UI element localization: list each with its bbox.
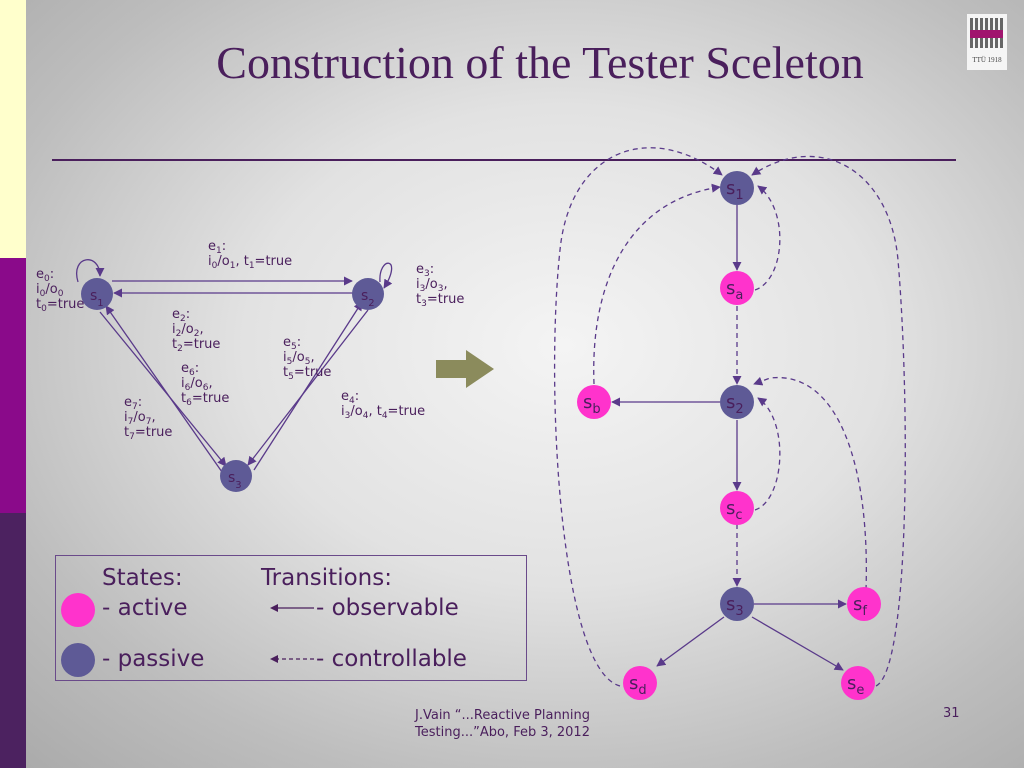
legend-transitions-heading: Transitions: bbox=[261, 565, 392, 591]
right-state-s3-label: s3 bbox=[726, 594, 744, 619]
edge-s3-sd bbox=[656, 616, 725, 667]
footer-line-2: Testing...”Abo, Feb 3, 2012 bbox=[415, 725, 590, 740]
side-bar-top bbox=[0, 0, 26, 258]
logo-text: TTÜ 1918 bbox=[972, 56, 1002, 64]
left-s1-label: s1 bbox=[90, 288, 104, 309]
legend-controllable-arrow-icon bbox=[270, 655, 314, 663]
edge-sc-s2 bbox=[754, 397, 781, 511]
side-bar-bottom bbox=[0, 513, 26, 768]
right-state-sc bbox=[720, 491, 754, 525]
edge-sf-s2 bbox=[753, 376, 868, 591]
right-state-sd-label: sd bbox=[629, 673, 647, 698]
footer-citation: J.Vain “...Reactive Planning Testing...”… bbox=[415, 707, 590, 741]
transition-e0-line-2: t0=true bbox=[36, 297, 84, 314]
transition-e7-line-2: t7=true bbox=[124, 425, 172, 442]
transition-e6-line-0: e6: bbox=[181, 361, 199, 378]
edge-e5 bbox=[253, 301, 363, 471]
left-state-s1 bbox=[81, 278, 113, 310]
legend-passive-dot bbox=[61, 643, 95, 677]
page-number: 31 bbox=[943, 706, 960, 721]
loop-e0 bbox=[76, 259, 105, 283]
transition-e6-line-1: i6/o6, bbox=[181, 376, 213, 393]
left-s3-label: s3 bbox=[228, 470, 242, 491]
right-state-sf-label: sf bbox=[853, 594, 867, 619]
title-divider bbox=[52, 159, 956, 161]
left-state-machine bbox=[76, 259, 393, 473]
transition-e3-line-2: t3=true bbox=[416, 292, 464, 309]
transition-e3-line-0: e3: bbox=[416, 262, 434, 279]
edge-sd-s1 bbox=[553, 147, 723, 687]
right-state-sb-label: sb bbox=[583, 392, 601, 417]
left-state-labels: s1 s2 s3 bbox=[90, 288, 375, 491]
transition-e5-line-1: i5/o5, bbox=[283, 350, 315, 367]
transition-e2-line-2: t2=true bbox=[172, 337, 220, 354]
right-state-s2 bbox=[720, 385, 754, 419]
right-edges-dashed bbox=[553, 147, 906, 687]
right-state-s2-label: s2 bbox=[726, 392, 744, 417]
legend-passive-label: - passive bbox=[102, 646, 205, 672]
transition-e0-line-0: e0: bbox=[36, 267, 54, 284]
loop-e3 bbox=[379, 262, 393, 289]
right-edges-solid bbox=[611, 205, 847, 671]
edge-sa-s1 bbox=[754, 185, 781, 291]
ttu-logo: TTÜ 1918 bbox=[967, 14, 1007, 70]
transition-e7-line-0: e7: bbox=[124, 395, 142, 412]
edge-sb-s1 bbox=[593, 183, 721, 385]
right-state-s3 bbox=[720, 587, 754, 621]
right-state-sb bbox=[577, 385, 611, 419]
transition-e2-line-0: e2: bbox=[172, 307, 190, 324]
transition-e3-line-1: i3/o3, bbox=[416, 277, 448, 294]
legend-observable-label: - observable bbox=[316, 595, 459, 621]
legend-controllable-label: - controllable bbox=[316, 646, 467, 672]
right-state-sd bbox=[623, 666, 657, 700]
footer-line-1: J.Vain “...Reactive Planning bbox=[415, 708, 591, 723]
legend-states-heading: States: bbox=[102, 565, 183, 591]
right-state-sa bbox=[720, 271, 754, 305]
right-state-sa-label: sa bbox=[726, 278, 743, 303]
right-state-sc-label: sc bbox=[726, 498, 743, 523]
transition-e4-line-0: e4: bbox=[341, 389, 359, 406]
right-states: s1 sa s2 sb sc s3 sf sd se bbox=[577, 171, 881, 700]
legend-active-label: - active bbox=[102, 595, 188, 621]
right-state-se-label: se bbox=[847, 673, 864, 698]
left-state-s2 bbox=[352, 278, 384, 310]
transition-e2-line-1: i2/o2, bbox=[172, 322, 204, 339]
side-bar-middle bbox=[0, 258, 26, 513]
legend-box bbox=[55, 555, 527, 681]
edge-se-s1 bbox=[751, 155, 906, 687]
edge-e7 bbox=[105, 305, 223, 473]
transition-e5-line-2: t5=true bbox=[283, 365, 331, 382]
transition-e7-line-1: i7/o7, bbox=[124, 410, 156, 427]
edge-s3-se bbox=[751, 616, 844, 671]
transition-e1-line-0: e1: bbox=[208, 239, 226, 256]
transition-e6-line-2: t6=true bbox=[181, 391, 229, 408]
transition-e1-line-1: i0/o1, t1=true bbox=[208, 254, 292, 271]
transform-arrow-icon bbox=[436, 350, 494, 388]
left-s2-label: s2 bbox=[361, 288, 375, 309]
right-state-s1 bbox=[720, 171, 754, 205]
transition-e5-line-0: e5: bbox=[283, 335, 301, 352]
edge-e6 bbox=[99, 311, 227, 467]
edge-e4 bbox=[247, 309, 369, 466]
legend-observable-arrow-icon bbox=[270, 604, 314, 612]
right-state-s1-label: s1 bbox=[726, 178, 744, 203]
right-state-sf bbox=[847, 587, 881, 621]
right-state-se bbox=[841, 666, 875, 700]
legend-active-dot bbox=[61, 593, 95, 627]
transition-e4-line-1: i3/o4, t4=true bbox=[341, 404, 425, 421]
page-title: Construction of the Tester Sceleton bbox=[216, 37, 864, 88]
left-state-s3 bbox=[220, 460, 252, 492]
transition-e0-line-1: i0/o0 bbox=[36, 282, 64, 299]
